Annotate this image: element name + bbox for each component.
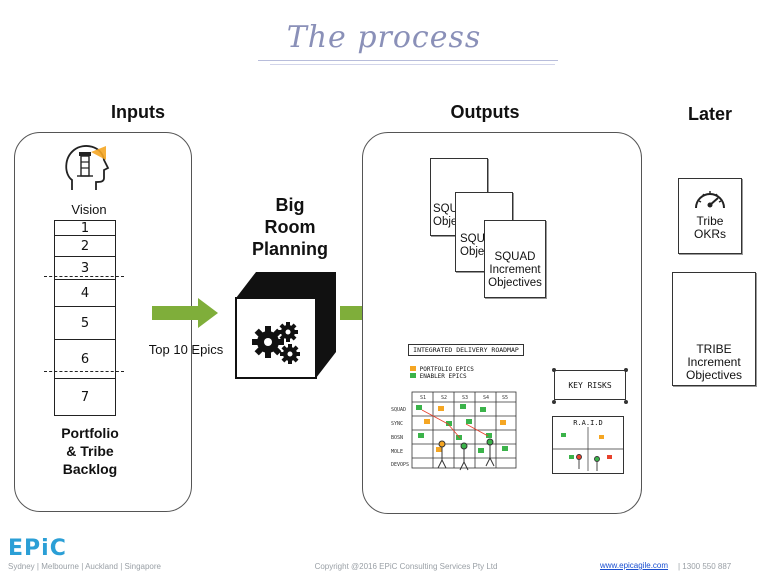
backlog-label-line1: Portfolio — [61, 425, 119, 441]
roadmap-legend-enabler: ENABLER EPICS — [419, 373, 467, 380]
page-title: The process — [286, 20, 482, 55]
inputs-panel — [14, 132, 192, 512]
raid-label: R.A.I.D — [573, 419, 603, 427]
top-epics-label: Top 10 Epics — [148, 342, 224, 357]
brand-logo: EPiC — [8, 536, 67, 561]
tribe-okrs-doc: Tribe OKRs — [678, 178, 742, 254]
roadmap-col: S5 — [502, 395, 508, 401]
doc2-line2: Objec — [460, 246, 491, 258]
later-heading: Later — [687, 104, 732, 124]
gauge-icon — [695, 191, 725, 209]
title-underline-secondary — [270, 64, 555, 65]
backlog-stack: 1 2 3 4 5 6 7 — [54, 220, 116, 416]
backlog-label-line3: Backlog — [62, 461, 118, 477]
big-room-planning-label: Big Room Planning — [232, 194, 348, 260]
backlog-item: 7 — [80, 389, 90, 405]
tribe-line3: Objectives — [685, 368, 743, 382]
okr-line2: OKRs — [693, 227, 726, 241]
cube-gears-icon — [235, 272, 336, 379]
doc3-line3: Objectives — [488, 277, 542, 289]
doc3-line2: Increment — [489, 264, 541, 276]
footer-copyright: Copyright @2016 EPiC Consulting Services… — [314, 562, 498, 571]
roadmap-legend: PORTFOLIO EPICS ENABLER EPICS — [410, 366, 474, 380]
tribe-line2: Increment — [687, 355, 741, 369]
tribe-line1: TRIBE — [696, 342, 732, 356]
roadmap-title: INTEGRATED DELIVERY ROADMAP — [408, 344, 524, 356]
roadmap-col: S1 — [420, 395, 426, 401]
vision-icon — [65, 145, 110, 190]
roadmap-legend-portfolio: PORTFOLIO EPICS — [419, 366, 474, 373]
backlog-item: 6 — [55, 340, 115, 379]
okr-line1: Tribe — [696, 214, 724, 228]
planning-line3: Planning — [252, 239, 328, 259]
roadmap-col: S3 — [462, 395, 468, 401]
roadmap-row: BOSN — [391, 435, 403, 441]
backlog-item: 3 — [55, 257, 115, 280]
roadmap-row: MOLE — [391, 449, 403, 455]
key-risks-pins — [552, 368, 628, 404]
roadmap-col: S4 — [483, 395, 489, 401]
doc2-line1: SQU — [460, 233, 485, 245]
tribe-increment-objectives-doc: TRIBE Increment Objectives — [672, 272, 756, 386]
roadmap-col: S2 — [441, 395, 447, 401]
roadmap-row: DEVOPS — [391, 462, 409, 468]
title-underline — [258, 60, 558, 61]
footer-cities: Sydney | Melbourne | Auckland | Singapor… — [8, 562, 161, 571]
backlog-cutline-bottom — [44, 371, 124, 372]
raid-board: R.A.I.D — [552, 416, 624, 474]
doc3-line1: SQUAD — [494, 251, 536, 263]
backlog-label-line2: & Tribe — [66, 443, 114, 459]
roadmap-grid: S1 S2 S3 S4 S5 SQUAD SYNC BOSN MOLE DEVO… — [391, 391, 517, 471]
roadmap-row: SYNC — [391, 421, 403, 427]
outputs-heading: Outputs — [450, 102, 520, 122]
backlog-item: 2 — [55, 236, 115, 257]
arrow-right-icon — [152, 298, 218, 328]
roadmap-row: SQUAD — [391, 407, 406, 413]
key-risks-board: KEY RISKS — [554, 370, 626, 400]
inputs-heading: Inputs — [111, 102, 165, 122]
raid-grid — [553, 427, 623, 471]
footer-website-link[interactable]: www.epicagile.com — [600, 561, 669, 570]
backlog-cutline-top — [44, 276, 124, 277]
footer-phone: | 1300 550 887 — [678, 562, 732, 571]
planning-line2: Room — [264, 217, 316, 237]
vision-label: Vision — [71, 202, 107, 217]
roadmap-stickies — [416, 404, 508, 453]
planning-line1: Big — [275, 195, 305, 215]
backlog-item: 5 — [55, 307, 115, 340]
roadmap-sketch: INTEGRATED DELIVERY ROADMAP PORTFOLIO EP… — [390, 344, 524, 472]
backlog-label: Portfolio & Tribe Backlog — [40, 424, 140, 478]
squad-increment-objectives-doc: SQUAD Increment Objectives — [484, 220, 546, 298]
backlog-item: 4 — [55, 280, 115, 307]
backlog-item: 1 — [55, 221, 115, 236]
